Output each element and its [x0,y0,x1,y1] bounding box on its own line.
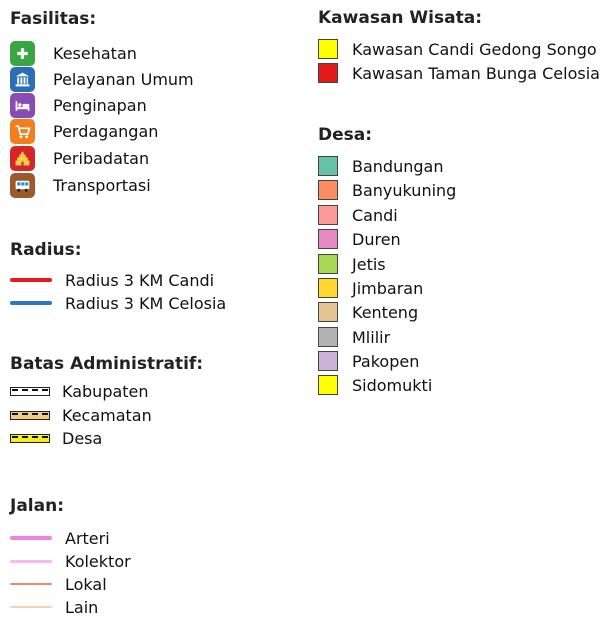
village-swatch [318,254,338,274]
legend-item-jimbaran: Jimbaran [318,276,423,300]
legend-label: Desa [62,428,103,448]
legend-label: Lokal [65,574,107,594]
legend-item-kolektor: Kolektor [10,549,131,573]
legend-label: Kenteng [352,302,419,322]
legend-label: Pelayanan Umum [53,69,194,89]
legend-item-penginapan: Penginapan [10,92,147,118]
legend-label: Candi [352,205,398,225]
legend-item-radius-candi: Radius 3 KM Candi [10,268,214,292]
batas-heading: Batas Administratif: [10,354,204,374]
legend-item-kabupaten: Kabupaten [10,379,149,403]
legend-item-kesehatan: Kesehatan [10,40,137,66]
legend-label: Pakopen [352,351,420,371]
legend-item-candi-gedong-songo: Kawasan Candi Gedong Songo [318,37,597,61]
legend-item-radius-celosia: Radius 3 KM Celosia [10,291,226,315]
jalan-heading: Jalan: [10,496,64,516]
village-swatch [318,205,338,225]
legend-label: Banyukuning [352,180,457,200]
road-line-swatch [10,582,52,586]
legend-item-lokal: Lokal [10,572,107,596]
legend-label: Duren [352,229,401,249]
legend-label: Transportasi [53,175,151,195]
legend-label: Radius 3 KM Celosia [65,293,227,313]
village-swatch [318,156,338,176]
legend-label: Jimbaran [352,278,424,298]
legend-item-kenteng: Kenteng [318,300,418,324]
boundary-swatch [10,410,50,420]
legend-item-jetis: Jetis [318,252,386,276]
legend-label: Kawasan Candi Gedong Songo [352,39,597,59]
bed-icon [10,92,35,118]
village-swatch [318,229,338,249]
legend-item-lain: Lain [10,595,98,619]
legend-label: Mlilir [352,327,391,347]
legend-item-pakopen: Pakopen [318,349,419,373]
legend-item-taman-bunga-celosia: Kawasan Taman Bunga Celosia [318,61,600,85]
road-line-swatch [10,536,52,540]
legend-label: Kawasan Taman Bunga Celosia [352,63,600,83]
legend-item-mlilir: Mlilir [318,325,390,349]
wisata-heading: Kawasan Wisata: [318,8,482,28]
radius-heading: Radius: [10,240,82,260]
legend-item-arteri: Arteri [10,526,110,550]
legend-label: Radius 3 KM Candi [65,270,215,290]
legend-label: Kolektor [65,551,131,571]
legend-label: Lain [65,597,99,617]
village-swatch [318,327,338,347]
legend-label: Kabupaten [62,381,149,401]
legend-item-kecamatan: Kecamatan [10,403,152,427]
legend-item-duren: Duren [318,227,401,251]
village-swatch [318,351,338,371]
boundary-swatch [10,433,50,443]
road-line-swatch [10,606,52,608]
area-swatch [318,39,338,59]
legend-item-pelayanan-umum: Pelayanan Umum [10,66,194,92]
legend-label: Kesehatan [53,43,137,63]
area-swatch [318,63,338,83]
bus-icon [10,172,35,198]
legend-label: Perdagangan [53,121,159,141]
radius-line-swatch [10,301,52,305]
legend-item-banyukuning: Banyukuning [318,178,456,202]
cart-icon [10,118,35,144]
legend-label: Arteri [65,528,110,548]
fasilitas-heading: Fasilitas: [10,9,97,29]
legend-label: Penginapan [53,95,147,115]
village-swatch [318,302,338,322]
road-line-swatch [10,559,52,563]
legend-item-transportasi: Transportasi [10,172,151,198]
legend-label: Jetis [352,254,386,274]
village-swatch [318,375,338,395]
legend-label: Sidomukti [352,375,433,395]
village-swatch [318,278,338,298]
building-icon [10,66,35,92]
temple-icon [10,145,35,171]
boundary-swatch [10,386,50,396]
legend-item-bandungan: Bandungan [318,154,443,178]
legend-item-candi: Candi [318,203,398,227]
legend-label: Kecamatan [62,405,152,425]
village-swatch [318,180,338,200]
plus-icon [10,40,35,66]
legend-item-perdagangan: Perdagangan [10,118,159,144]
legend-item-peribadatan: Peribadatan [10,145,150,171]
legend-label: Peribadatan [53,148,150,168]
legend-item-sidomukti: Sidomukti [318,373,432,397]
legend-item-desa-boundary: Desa [10,426,102,450]
radius-line-swatch [10,278,52,282]
legend-label: Bandungan [352,156,444,176]
desa-heading: Desa: [318,125,373,145]
